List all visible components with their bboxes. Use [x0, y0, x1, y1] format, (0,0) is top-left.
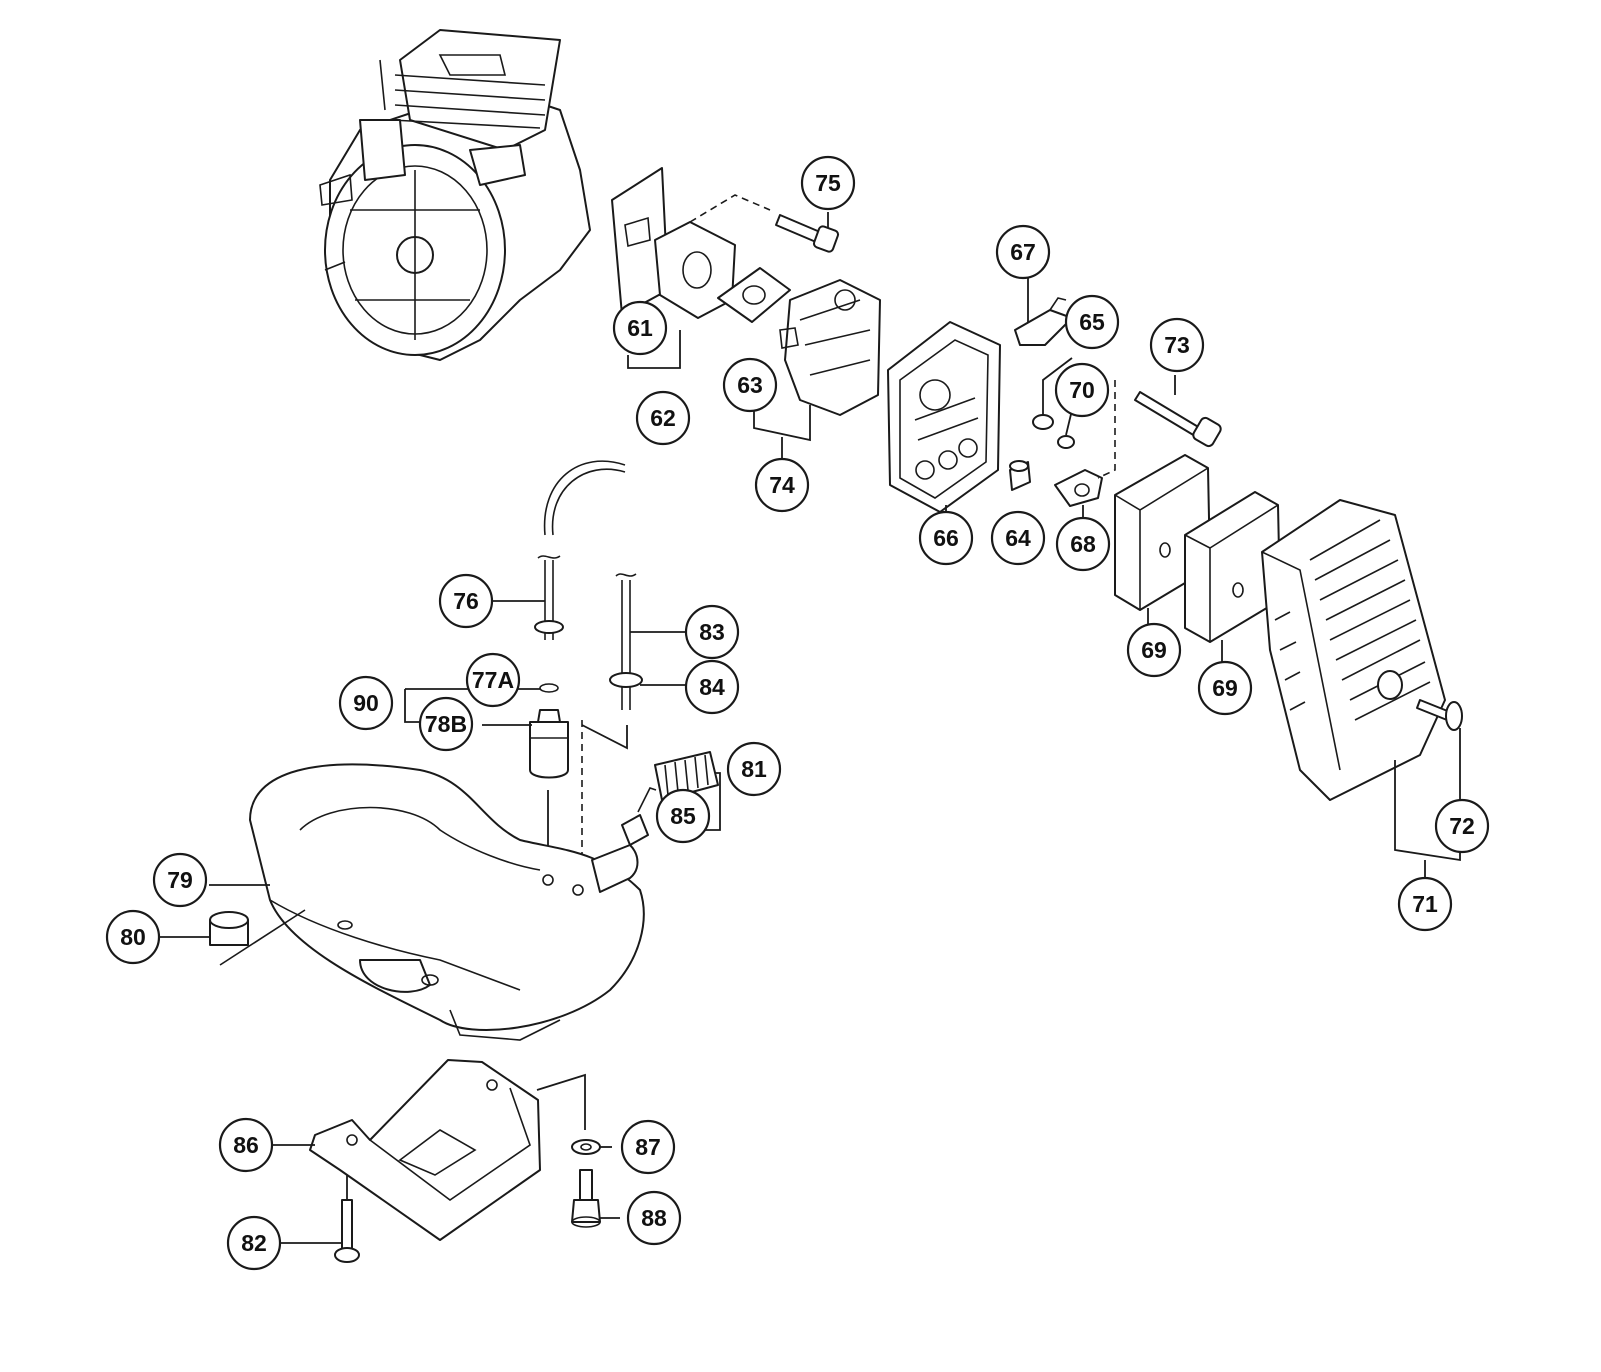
- bolt-82-drawing: [334, 1199, 360, 1263]
- callout-88: 88: [626, 1190, 682, 1246]
- washer-70-drawing: [1057, 435, 1075, 449]
- air-cleaner-base-66-drawing: [887, 321, 1001, 513]
- o-ring-77a-drawing: [539, 683, 559, 693]
- callout-70: 70: [1054, 362, 1110, 418]
- callout-84: 84: [684, 659, 740, 715]
- bolt-88-drawing: [571, 1169, 601, 1228]
- svg-text:70: 70: [1069, 377, 1095, 403]
- plate-68-drawing: [1054, 469, 1103, 507]
- svg-text:62: 62: [650, 405, 676, 431]
- fuel-tank-79-drawing: [249, 763, 645, 1041]
- air-cleaner-cover-71-drawing: [1261, 499, 1446, 801]
- return-pipe-83-drawing: [609, 573, 643, 710]
- svg-text:64: 64: [1005, 525, 1031, 551]
- callout-65: 65: [1064, 294, 1120, 350]
- bolt-73-drawing: [1134, 391, 1222, 448]
- svg-text:73: 73: [1164, 332, 1190, 358]
- svg-text:71: 71: [1412, 891, 1438, 917]
- svg-text:69: 69: [1212, 675, 1238, 701]
- callout-61: 61: [612, 300, 668, 356]
- callout-87: 87: [620, 1119, 676, 1175]
- svg-text:78B: 78B: [425, 711, 467, 737]
- svg-text:68: 68: [1070, 531, 1096, 557]
- collar-65-drawing: [1032, 414, 1054, 430]
- insulator-62-drawing: [654, 221, 736, 319]
- engine-drawing: [319, 29, 591, 361]
- callout-73: 73: [1149, 317, 1205, 373]
- element-69b-drawing: [1184, 491, 1281, 643]
- svg-text:86: 86: [233, 1132, 259, 1158]
- bracket-86-drawing: [309, 1059, 541, 1241]
- bolt-72-drawing: [1416, 699, 1463, 731]
- collar-64-drawing: [1009, 460, 1031, 491]
- callout-74: 74: [754, 457, 810, 513]
- callout-64: 64: [990, 510, 1046, 566]
- svg-text:61: 61: [627, 315, 653, 341]
- svg-text:82: 82: [241, 1230, 267, 1256]
- svg-text:65: 65: [1079, 309, 1105, 335]
- callout-90: 90: [338, 675, 394, 731]
- callout-75: 75: [800, 155, 856, 211]
- callout-79: 79: [152, 852, 208, 908]
- fuel-pipe-76-drawing: [534, 460, 626, 640]
- svg-text:77A: 77A: [472, 667, 514, 693]
- svg-text:79: 79: [167, 867, 193, 893]
- callout-62: 62: [635, 390, 691, 446]
- callout-69-upper: 69: [1126, 622, 1182, 678]
- callout-78b: 78B: [418, 696, 474, 752]
- callout-76: 76: [438, 573, 494, 629]
- svg-text:83: 83: [699, 619, 725, 645]
- svg-text:66: 66: [933, 525, 959, 551]
- callout-69-lower: 69: [1197, 660, 1253, 716]
- svg-text:72: 72: [1449, 813, 1475, 839]
- svg-text:80: 80: [120, 924, 146, 950]
- callout-81: 81: [726, 741, 782, 797]
- washer-87-drawing: [571, 1139, 601, 1155]
- callout-86: 86: [218, 1117, 274, 1173]
- callout-80: 80: [105, 909, 161, 965]
- svg-text:84: 84: [699, 674, 725, 700]
- bolt-75-drawing: [775, 214, 840, 253]
- fuel-filter-78b-drawing: [529, 709, 569, 779]
- svg-text:88: 88: [641, 1205, 667, 1231]
- svg-text:87: 87: [635, 1134, 661, 1160]
- strainer-85-drawing: [591, 787, 657, 893]
- callout-71: 71: [1397, 876, 1453, 932]
- svg-text:90: 90: [353, 690, 379, 716]
- cap-81-drawing: [654, 751, 719, 801]
- svg-text:67: 67: [1010, 239, 1036, 265]
- callout-66: 66: [918, 510, 974, 566]
- svg-text:74: 74: [769, 472, 795, 498]
- callout-68: 68: [1055, 516, 1111, 572]
- callout-77a: 77A: [465, 652, 521, 708]
- svg-text:81: 81: [741, 756, 767, 782]
- svg-text:76: 76: [453, 588, 479, 614]
- svg-text:75: 75: [815, 170, 841, 196]
- callout-85: 85: [655, 788, 711, 844]
- carburetor-74-drawing: [779, 279, 881, 416]
- svg-text:69: 69: [1141, 637, 1167, 663]
- gasket-63-drawing: [717, 267, 791, 323]
- callout-63: 63: [722, 357, 778, 413]
- svg-text:85: 85: [670, 803, 696, 829]
- callout-82: 82: [226, 1215, 282, 1271]
- callout-83: 83: [684, 604, 740, 660]
- svg-text:63: 63: [737, 372, 763, 398]
- cushion-80-drawing: [209, 911, 249, 946]
- plate-67-drawing: [1014, 297, 1073, 346]
- callout-67: 67: [995, 224, 1051, 280]
- callout-72: 72: [1434, 798, 1490, 854]
